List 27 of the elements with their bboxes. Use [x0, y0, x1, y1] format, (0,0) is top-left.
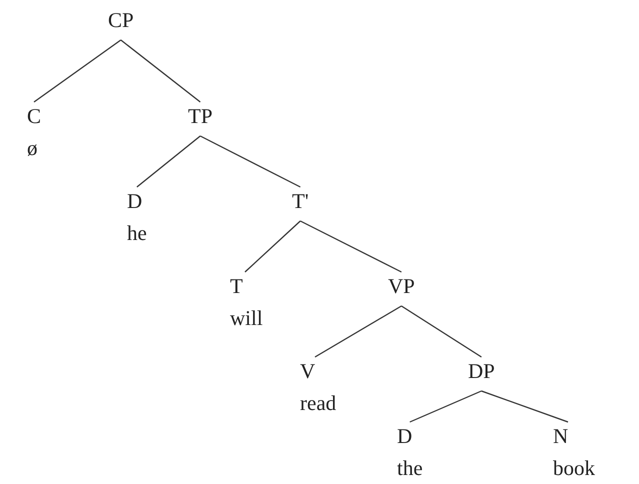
word-label: book [553, 455, 595, 482]
category-label: DP [468, 358, 495, 385]
category-label: D [397, 423, 414, 450]
word-label: will [230, 305, 263, 332]
tree-branch [314, 305, 402, 358]
category-label: N [553, 423, 570, 450]
tree-branch [410, 390, 482, 423]
tree-branch [300, 220, 402, 273]
category-label: TP [188, 103, 213, 130]
category-label: CP [108, 7, 134, 34]
category-label: VP [388, 273, 415, 300]
tree-branch [244, 220, 301, 272]
category-label: C [27, 103, 42, 130]
word-label: the [397, 455, 423, 482]
category-label: V [300, 358, 316, 385]
word-label: ø [27, 135, 38, 162]
tree-branch [120, 40, 201, 102]
tree-branch [34, 40, 122, 102]
word-label: he [127, 220, 147, 247]
category-label: D [127, 188, 144, 215]
tree-branch [136, 136, 201, 188]
word-label: read [300, 390, 336, 417]
category-label: T' [292, 188, 309, 215]
tree-branch [481, 390, 568, 423]
tree-branch [200, 135, 301, 188]
tree-branch [401, 306, 482, 358]
category-label: T [230, 273, 244, 300]
